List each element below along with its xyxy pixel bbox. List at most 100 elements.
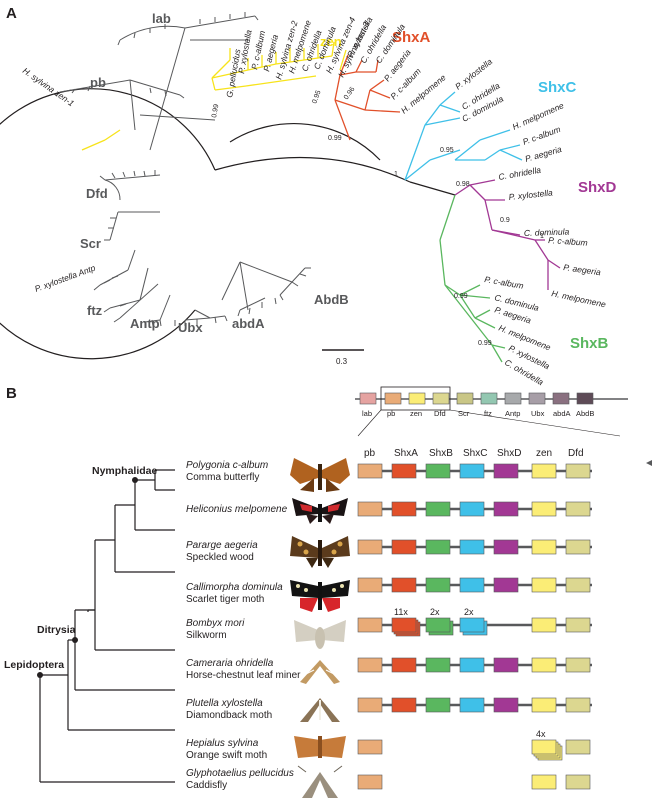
hox-gene-label: Scr xyxy=(458,409,470,418)
shxb-leaf: P. c-album xyxy=(484,274,525,291)
bootstrap-value: 0.95 xyxy=(440,147,454,154)
group-label-lab: lab xyxy=(152,11,171,26)
bootstrap-value: 1 xyxy=(540,233,544,240)
group-label-dfd: Dfd xyxy=(86,186,108,201)
shxd-leaf: C. ohridella xyxy=(498,165,542,182)
shxd-leaf: P. xylostella xyxy=(508,187,553,202)
copy-number-label: 2x xyxy=(464,607,474,617)
group-label-shxa: ShxA xyxy=(392,29,431,46)
hox-gene-label: Ubx xyxy=(531,409,545,418)
moth-image-cameraria xyxy=(300,660,340,684)
gene-header: Dfd xyxy=(568,448,584,459)
bootstrap-value: 0.99 xyxy=(478,340,492,347)
panel-b-label: B xyxy=(6,385,17,402)
bootstrap-value: 1 xyxy=(394,171,398,178)
shxd-clade xyxy=(454,179,561,290)
species-latin: Polygonia c-album xyxy=(186,460,268,471)
shxb-leaf: H. melpomene xyxy=(497,323,552,353)
gene-header: ShxD xyxy=(497,448,521,459)
species-common: Horse-chestnut leaf miner xyxy=(186,670,301,681)
hox-gene-label: pb xyxy=(387,409,395,418)
zen-clade xyxy=(81,41,347,151)
node-dot xyxy=(72,637,78,643)
species-tree xyxy=(39,469,175,783)
shxd-leaf: P. aegeria xyxy=(563,262,602,277)
clade-label-ditrysia: Ditrysia xyxy=(37,624,76,636)
scale-label: 0.3 xyxy=(336,357,348,366)
group-label-abdb: AbdB xyxy=(314,292,349,307)
caddisfly-image-glyphotaelius xyxy=(297,765,343,798)
hox-gene-label: abdA xyxy=(553,409,571,418)
zen1-leaf: H. sylvina zen-1 xyxy=(21,65,76,108)
group-label-shxb: ShxB xyxy=(570,335,609,352)
marker-arrow-icon xyxy=(646,460,652,466)
moth-image-hepialus xyxy=(294,736,346,758)
bootstrap-value: 0.99 xyxy=(454,293,468,300)
species-latin: Plutella xylostella xyxy=(186,698,263,709)
group-label-pb: pb xyxy=(90,75,106,90)
gene-header: ShxB xyxy=(429,448,453,459)
butterfly-image-heliconius xyxy=(292,498,348,524)
hox-gene-label: ftz xyxy=(484,409,492,418)
gene-rows xyxy=(357,463,592,790)
group-label-shxd: ShxD xyxy=(578,179,617,196)
species-latin: Cameraria ohridella xyxy=(186,658,274,669)
gray-leaf-ticks xyxy=(55,12,311,328)
species-common: Caddisfly xyxy=(186,780,227,791)
species-latin: Bombyx mori xyxy=(186,618,245,629)
moth-image-bombyx xyxy=(294,620,346,649)
shxa-clade xyxy=(334,54,401,141)
group-label-antp: Antp xyxy=(130,316,160,331)
species-latin: Pararge aegeria xyxy=(186,540,258,551)
tree-backbone xyxy=(0,88,456,360)
hox-gene-label: lab xyxy=(362,409,372,418)
species-common: Silkworm xyxy=(186,630,227,641)
butterfly-image-polygonia xyxy=(290,458,350,492)
group-label-zen: zen xyxy=(320,34,342,49)
species-latin: Heliconius melpomene xyxy=(186,504,288,515)
species-latin: Hepialus sylvina xyxy=(186,738,259,749)
node-dot xyxy=(37,672,43,678)
moth-image-plutella xyxy=(300,698,340,722)
gene-header: pb xyxy=(364,448,376,459)
shxd-leaf: P. c-album xyxy=(548,235,588,248)
butterfly-image-pararge xyxy=(290,536,350,568)
moth-image-callimorpha xyxy=(290,580,350,612)
hox-gene-label: Dfd xyxy=(434,409,446,418)
species-common: Scarlet tiger moth xyxy=(186,594,264,605)
hox-gene-label: AbdB xyxy=(576,409,594,418)
bootstrap-value: 0.99 xyxy=(211,104,220,119)
shxb-clade xyxy=(439,194,506,363)
group-label-scr: Scr xyxy=(80,236,101,251)
species-latin: Callimorpha dominula xyxy=(186,582,283,593)
species-common: Comma butterfly xyxy=(186,472,259,483)
species-common: Diamondback moth xyxy=(186,710,272,721)
group-label-ubx: Ubx xyxy=(178,320,203,335)
bootstrap-value: 0.95 xyxy=(311,89,322,104)
shxd-leaf: C. dominula xyxy=(524,226,570,238)
species-common: Orange swift moth xyxy=(186,750,267,761)
shxc-leaf: P. aegeria xyxy=(524,144,563,164)
copy-number-label: 11x xyxy=(394,607,408,617)
bootstrap-value: 0.96 xyxy=(343,86,357,101)
shxd-leaf: H. melpomene xyxy=(551,288,607,309)
gene-header: ShxC xyxy=(463,448,487,459)
clade-label-lepidoptera: Lepidoptera xyxy=(4,659,64,671)
shxc-leaf: P. c-album xyxy=(521,124,562,147)
antp-leaf: P. xylostella Antp xyxy=(33,263,97,294)
group-label-abda: abdA xyxy=(232,316,265,331)
bootstrap-value: 0.9 xyxy=(500,217,510,224)
clade-label-nymphalidae: Nymphalidae xyxy=(92,465,158,477)
hox-gene-label: zen xyxy=(410,409,422,418)
copy-number-label: 4x xyxy=(536,729,546,739)
node-dot xyxy=(132,477,138,483)
shxc-clade xyxy=(404,91,523,181)
bootstrap-value: 0.98 xyxy=(456,181,470,188)
copy-number-label: 2x xyxy=(430,607,440,617)
panel-a-label: A xyxy=(6,5,17,22)
bootstrap-value: 0.99 xyxy=(328,135,342,142)
group-label-shxc: ShxC xyxy=(538,79,577,96)
gene-header: ShxA xyxy=(394,448,418,459)
species-latin: Glyphotaelius pellucidus xyxy=(186,768,294,779)
